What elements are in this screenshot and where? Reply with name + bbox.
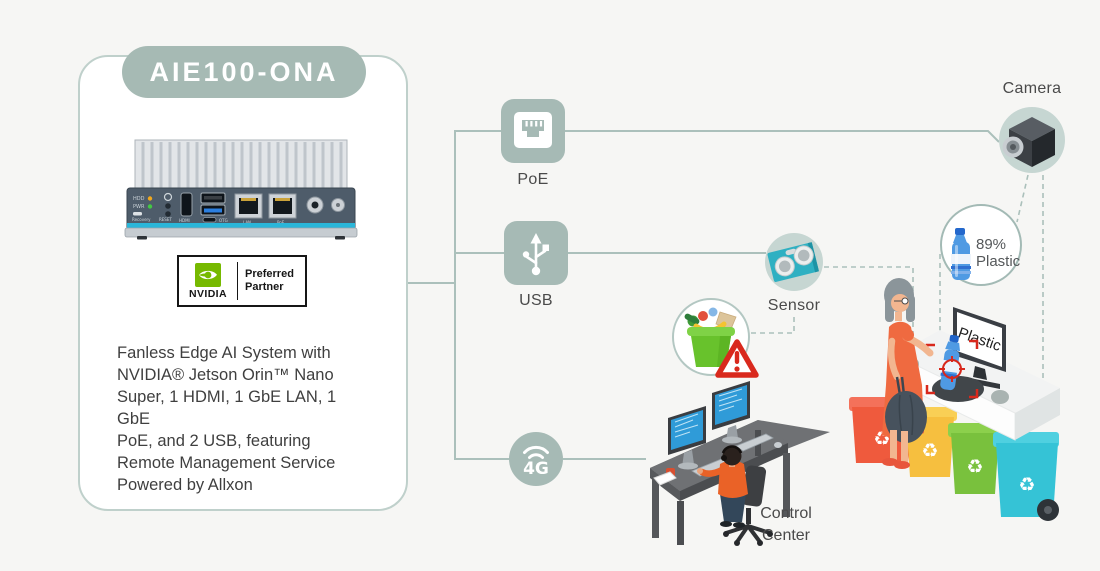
4g-node: 4G — [509, 432, 563, 486]
reset-button — [165, 203, 171, 209]
bin-cyan: ♻ — [993, 432, 1059, 521]
product-title-badge: AIE100-ONA — [122, 46, 366, 98]
warning-icon — [715, 339, 759, 378]
sensor-label: Sensor — [767, 297, 821, 314]
usb-icon — [522, 233, 549, 276]
control-center-illustration — [650, 381, 830, 546]
woman-person — [882, 278, 934, 469]
partner-tier-label: Preferred Partner — [245, 268, 294, 293]
paper — [653, 471, 677, 486]
monitor-back — [712, 381, 782, 452]
trash-icon — [684, 307, 737, 367]
sensor-endpoint — [765, 233, 823, 291]
signal-arcs-icon — [523, 445, 549, 459]
camera-label: Camera — [1002, 80, 1062, 97]
bottle-icon — [951, 228, 971, 280]
detection-reticle — [925, 339, 979, 399]
chassis-base — [124, 227, 358, 238]
nvidia-eye-icon — [195, 262, 221, 287]
power-button — [163, 192, 173, 202]
badge-divider — [237, 262, 238, 300]
pwr-label: PWR — [133, 204, 145, 210]
otg-port — [202, 217, 217, 223]
poe-port-label: PoE — [277, 220, 285, 225]
poe-node — [501, 99, 565, 163]
camera-icon — [1002, 117, 1055, 167]
svg-text:♻: ♻ — [921, 440, 938, 462]
control-center-label: Control Center — [760, 505, 812, 544]
recycling-station-illustration: ♻ ♻ ♻ ♻ — [849, 278, 1060, 521]
office-chair — [723, 465, 773, 546]
otg-label: OTG — [219, 218, 228, 223]
camera-endpoint — [999, 107, 1065, 173]
hdd-label: HDD — [133, 196, 145, 202]
svg-text:♻: ♻ — [966, 456, 983, 478]
poe-to-camera-line — [455, 130, 1000, 143]
hdd-led — [147, 196, 153, 201]
ethernet-icon — [514, 112, 552, 148]
nvidia-logo: NVIDIA — [179, 257, 237, 305]
camera-to-bubble-dashed — [1016, 174, 1029, 223]
lan-label: LAN — [243, 220, 251, 225]
recovery-switch — [133, 212, 142, 216]
waste-bin-bubble — [672, 298, 759, 378]
pwr-led — [147, 204, 153, 209]
product-description: Fanless Edge AI System with NVIDIA® Jets… — [117, 344, 337, 494]
sensor-to-counter-dashed — [824, 266, 914, 355]
nvidia-wordmark: NVIDIA — [189, 287, 227, 300]
sorting-display: Plastic — [953, 307, 1006, 389]
device-photo: HDD PWR Recovery RESET HDMI OTG LAN — [124, 139, 358, 240]
poe-label: PoE — [517, 171, 549, 188]
hdmi-label: HDMI — [179, 218, 190, 223]
operator-person — [697, 445, 748, 528]
sensor-icon — [767, 242, 819, 282]
recovery-label: Recovery — [132, 217, 151, 222]
accent-stripe — [127, 223, 355, 228]
detection-percent: 89% — [976, 236, 1006, 253]
usb-node — [504, 221, 568, 285]
hdmi-port — [180, 192, 193, 217]
counter-sensor-dot-right — [991, 390, 1009, 404]
detection-material: Plastic — [976, 253, 1021, 270]
detection-result-bubble: 89% Plastic — [940, 204, 1022, 286]
4g-label: 4G — [523, 459, 549, 479]
bin-green: ♻ — [948, 423, 1002, 494]
usb-label: USB — [519, 292, 553, 309]
reset-label: RESET — [159, 217, 172, 222]
svg-text:♻: ♻ — [1018, 474, 1035, 496]
nvidia-partner-badge: NVIDIA Preferred Partner — [177, 255, 307, 307]
dip-button — [165, 211, 171, 217]
